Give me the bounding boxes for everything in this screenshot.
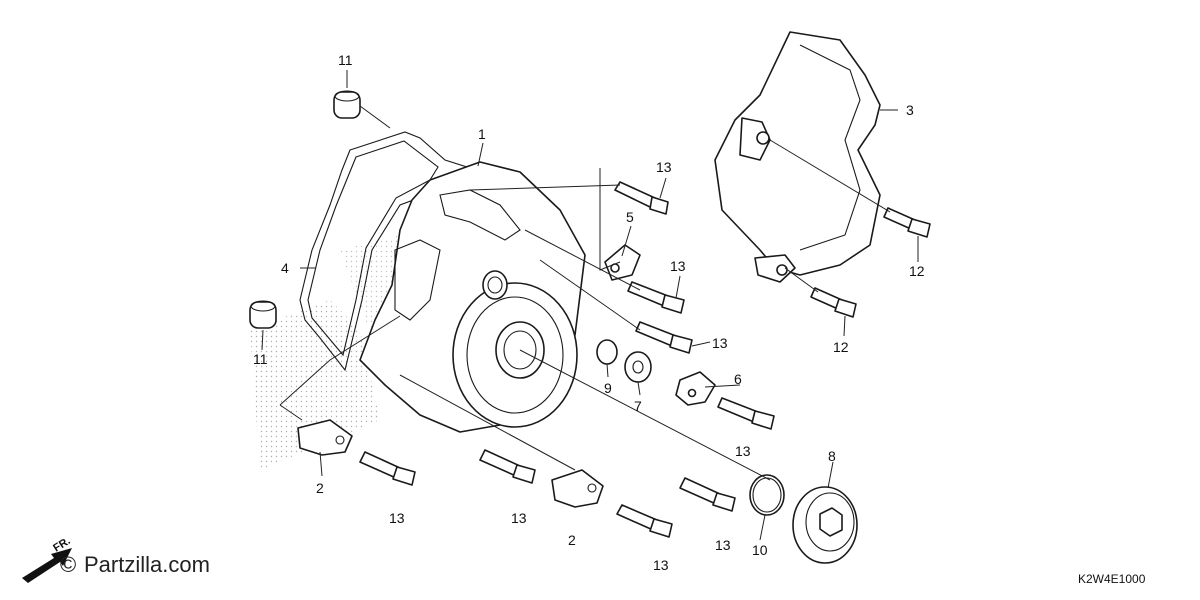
brand-symbol: ©	[60, 552, 76, 577]
callout-13: 13	[389, 510, 405, 526]
cable-clamp-right	[551, 469, 604, 508]
cover-center-thread	[503, 330, 537, 370]
bolt-12-upper	[883, 207, 931, 238]
callout-2: 2	[568, 532, 576, 548]
bolt-13-lower-left	[359, 451, 416, 486]
dowel-pin-upper	[333, 90, 361, 119]
brand-name: Partzilla.com	[84, 552, 210, 577]
cover-timing-thread	[487, 276, 503, 294]
bolt-13-mid	[635, 321, 693, 354]
timing-cap	[624, 351, 652, 383]
callout-10: 10	[752, 542, 768, 558]
leader-lines	[261, 70, 919, 541]
callout-11: 11	[253, 351, 268, 367]
sprocket-cover	[714, 31, 881, 276]
callout-8: 8	[828, 448, 836, 464]
callout-9: 9	[604, 380, 612, 396]
bolt-13-bottom	[616, 504, 673, 538]
sprocket-cover-lower-tab	[754, 254, 796, 283]
bolt-12-lower	[810, 287, 857, 318]
o-ring-large	[749, 474, 785, 516]
callout-7: 7	[634, 398, 642, 414]
callout-2: 2	[316, 480, 324, 496]
callout-12: 12	[909, 263, 925, 279]
cover-dome-ring	[466, 296, 564, 414]
o-ring-small	[596, 339, 618, 365]
sprocket-cover-tab	[739, 117, 771, 161]
bolt-13-top	[614, 181, 669, 215]
cable-clamp-left	[297, 419, 353, 456]
diagram-code: K2W4E1000	[1078, 572, 1146, 586]
cover-left-ribs	[394, 239, 441, 321]
clamp-hole	[687, 388, 697, 398]
dowel-pin-lower	[249, 300, 277, 329]
callout-12: 12	[833, 339, 849, 355]
gasket	[299, 131, 472, 372]
callout-13: 13	[670, 258, 686, 274]
callout-4: 4	[281, 260, 289, 276]
clamp	[675, 371, 716, 406]
bolt-13-right	[717, 397, 775, 430]
sprocket-cover-lower-hole	[776, 264, 788, 276]
sprocket-cover-ridge	[799, 44, 861, 251]
callout-3: 3	[906, 102, 914, 118]
sprocket-cover-hole	[756, 131, 770, 145]
bolt-13-upper-mid	[627, 281, 685, 314]
callout-13: 13	[712, 335, 728, 351]
hole-cap	[792, 486, 858, 564]
callout-13: 13	[653, 557, 669, 573]
callout-13: 13	[656, 159, 672, 175]
bolt-13-lower-center	[479, 449, 536, 484]
callout-1: 1	[478, 126, 486, 142]
cover-timing-hole	[482, 270, 508, 300]
callout-13: 13	[735, 443, 751, 459]
gasket-inner	[307, 140, 439, 357]
shading-area	[250, 300, 380, 470]
callout-5: 5	[626, 209, 634, 225]
bolt-13-lower-right	[679, 477, 736, 512]
callout-11: 11	[338, 52, 353, 68]
callout-13: 13	[715, 537, 731, 553]
cover-top-bosses	[439, 189, 521, 241]
callout-6: 6	[734, 371, 742, 387]
callout-13: 13	[511, 510, 527, 526]
